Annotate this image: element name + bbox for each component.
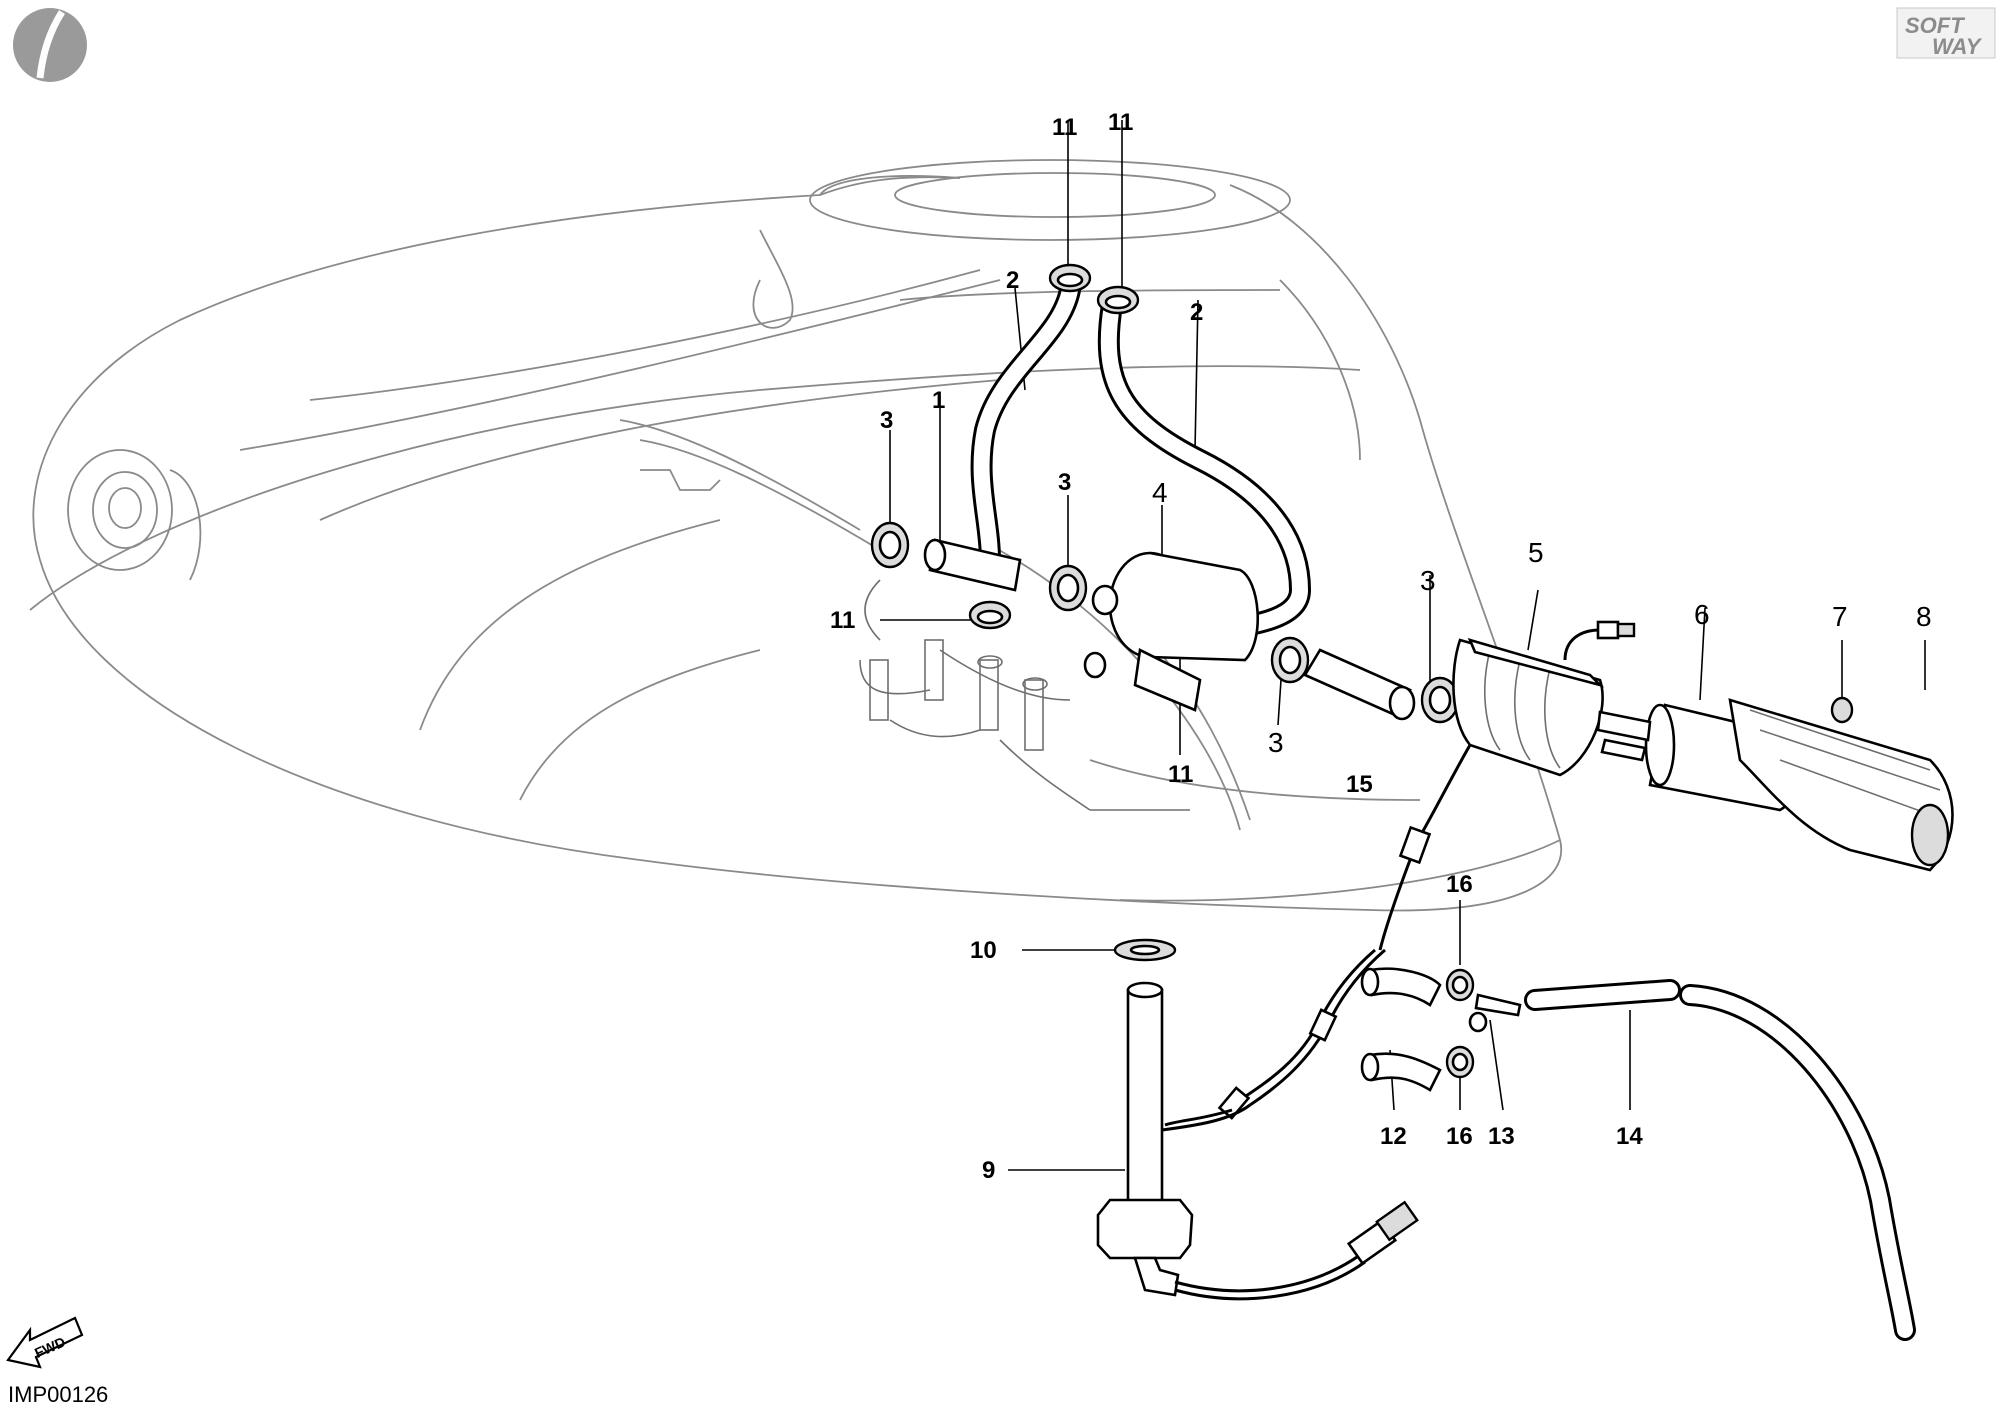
- callout-15: 15: [1346, 771, 1373, 798]
- callout-10: 10: [970, 937, 997, 964]
- manufacturer-logo-icon: [13, 8, 87, 82]
- forward-direction-arrow-icon: FWD: [6, 1316, 84, 1369]
- callout-11: 11: [1052, 114, 1077, 141]
- brand-mark: SOFT WAY: [1896, 7, 1996, 59]
- pump-rubber-boot: [1452, 620, 1636, 777]
- brand-mark-line1: SOFT: [1905, 13, 1965, 38]
- pump-wiring-harness: [1164, 744, 1472, 1127]
- drawing-code: IMP00126: [8, 1382, 108, 1407]
- callout-12: 12: [1380, 1123, 1407, 1150]
- callout-8: 8: [1916, 601, 1932, 632]
- callout-2: 2: [1006, 267, 1019, 294]
- callout-16: 16: [1446, 1123, 1473, 1150]
- callout-6: 6: [1694, 599, 1710, 630]
- fuel-line-fittings: [1360, 967, 1916, 1341]
- vent-pipe-cluster: [859, 579, 1190, 811]
- callout-11: 11: [830, 607, 855, 634]
- callout-16: 16: [1446, 871, 1473, 898]
- sender-washer: [1113, 938, 1177, 962]
- fuel-level-sender: [1096, 981, 1419, 1301]
- callout-11: 11: [1108, 109, 1133, 136]
- callout-2: 2: [1190, 299, 1203, 326]
- callout-7: 7: [1832, 601, 1848, 632]
- callout-3: 3: [1420, 565, 1436, 596]
- breather-hoses: [970, 279, 1312, 641]
- brand-mark-line2: WAY: [1932, 34, 1983, 59]
- leader-lines: [880, 120, 1926, 1171]
- callout-9: 9: [982, 1157, 995, 1184]
- callout-5: 5: [1528, 537, 1544, 568]
- callout-3: 3: [1058, 469, 1071, 496]
- fuel-tank-outline: [29, 159, 1563, 912]
- callout-3: 3: [880, 407, 893, 434]
- callout-4: 4: [1152, 477, 1168, 508]
- callout-labels: 11 11 2 2 3 1 3 4 11 11 3 3 15 5 6 7 8 1…: [830, 109, 1932, 1184]
- callout-11: 11: [1168, 761, 1193, 788]
- callout-3: 3: [1268, 727, 1284, 758]
- fuel-filter-assembly: [1083, 551, 1260, 712]
- pipe-and-rings: [870, 521, 1088, 612]
- pump-filter: [1728, 696, 1954, 872]
- callout-13: 13: [1488, 1123, 1515, 1150]
- callout-14: 14: [1616, 1123, 1643, 1150]
- callout-1: 1: [932, 387, 945, 414]
